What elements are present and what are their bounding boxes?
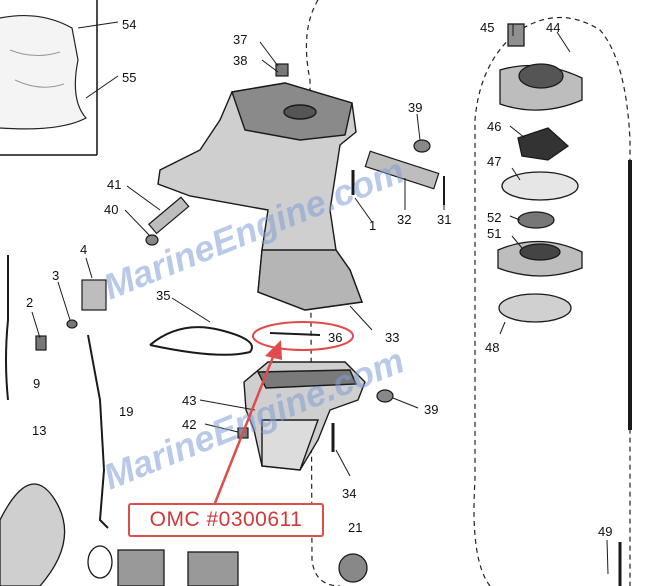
part-label: 36 [328,330,342,345]
part-label: 41 [107,177,121,192]
part-label: 39 [408,100,422,115]
lower-gear-housing [243,361,366,471]
part-label: 21 [348,520,362,535]
drive-shaft-housing [157,82,363,311]
part-label: 45 [480,20,494,35]
part-label: 48 [485,340,499,355]
part-label: 13 [32,423,46,438]
part-label: 46 [487,119,501,134]
part-label: 33 [385,330,399,345]
highlight-ellipse [252,321,354,351]
callout-arrow-head [265,340,282,360]
propeller-and-gears [0,483,368,586]
water-pump-stack [497,23,583,323]
part-label: 43 [182,393,196,408]
part-label: 44 [546,20,560,35]
part-label: 42 [182,417,196,432]
part-label: 55 [122,70,136,85]
part-label: 40 [104,202,118,217]
watermark-text-2: MarineEngine.com [98,340,410,498]
part-label: 51 [487,226,501,241]
dashed-outlines [305,0,631,586]
callout-arrow-line [213,351,277,504]
part-label: 49 [598,524,612,539]
part-label: 1 [369,218,376,233]
part-label: 32 [397,212,411,227]
part-label: 37 [233,32,247,47]
part-label: 34 [342,486,356,501]
part-label: 19 [119,404,133,419]
hardware-parts [35,63,445,452]
part-label: 35 [156,288,170,303]
part-label: 54 [122,17,136,32]
part-label: 4 [80,242,87,257]
inset-box [0,0,98,156]
part-label: 2 [26,295,33,310]
rods-and-wires [5,160,632,586]
part-number-callout: OMC #0300611 [128,503,324,537]
callout-label: OMC #0300611 [149,508,303,531]
part-label: 47 [487,154,501,169]
part-label: 39 [424,402,438,417]
part-label: 38 [233,53,247,68]
leader-lines [31,21,609,575]
part-label: 31 [437,212,451,227]
part-label: 9 [33,376,40,391]
part-label: 52 [487,210,501,225]
callout-highlight [213,321,354,504]
part-label: 3 [52,268,59,283]
part-number-labels: 54 55 37 38 39 45 44 46 47 41 40 1 32 31… [26,17,612,539]
